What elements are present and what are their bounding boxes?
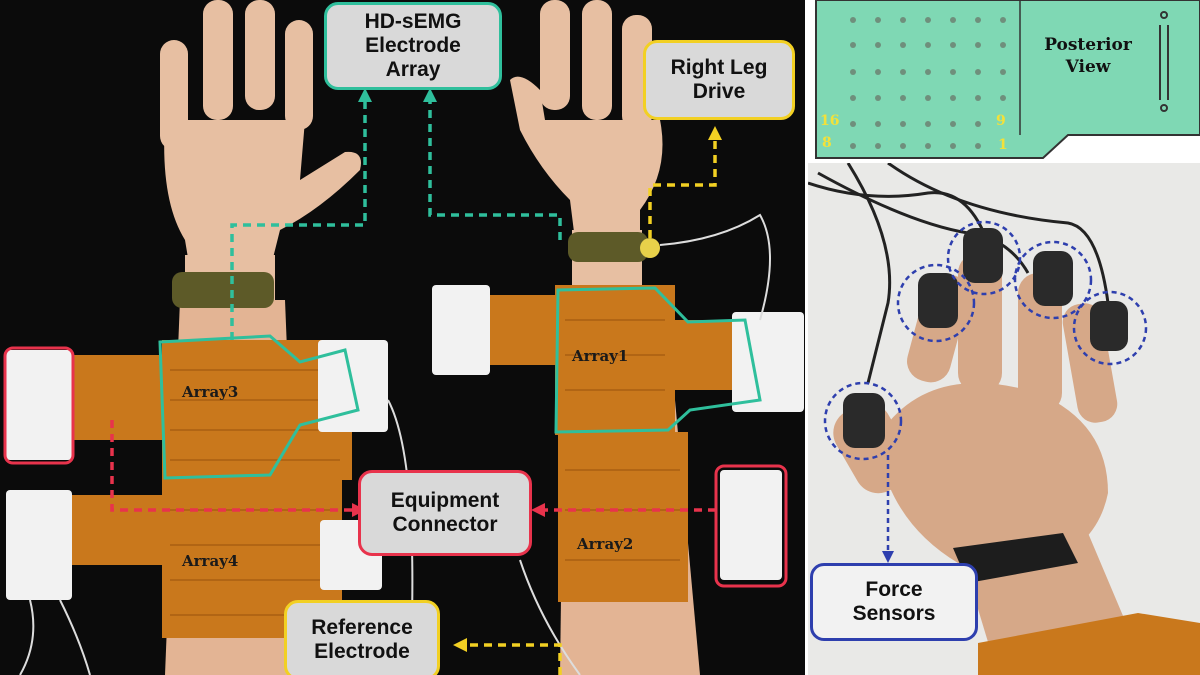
yellow-leader-ref [465, 643, 562, 675]
array3-label: Array3 [182, 383, 239, 401]
yellow-leader-rld [648, 140, 717, 238]
arrowhead-yellow-ref [453, 638, 467, 652]
forearm-electrode-sheet [978, 613, 1200, 675]
right-leg-drive-label: Right Leg Drive [643, 40, 795, 120]
teal-leader-array3 [230, 100, 367, 340]
left-wrist-strap [172, 272, 274, 308]
grid-board-outline [815, 0, 1200, 159]
electrode-grid-dots [850, 17, 1006, 149]
electrode-grid-diagram [815, 0, 1200, 159]
right-wrist-strap [568, 232, 648, 262]
posterior-view-label: Posterior View [1044, 35, 1132, 78]
red-leader-left [110, 420, 355, 512]
arrowhead-teal-1 [358, 88, 372, 102]
reference-electrode-label: Reference Electrode [284, 600, 440, 675]
electrode-number-9: 9 [996, 113, 1006, 129]
array1-outline [554, 286, 762, 434]
arrowhead-red-right [531, 503, 545, 517]
arrowhead-blue-force [882, 551, 894, 563]
array3-outline [158, 334, 360, 480]
equipment-connector-label: Equipment Connector [358, 470, 532, 556]
left-connector-outline [3, 346, 75, 465]
right-hand [510, 0, 663, 310]
fingertip-sensors [843, 228, 1128, 448]
forearm-electrode-photo: Array1 Array2 Array3 Array4 HD-sEMG Elec… [0, 0, 805, 675]
electrode-number-8: 8 [822, 135, 832, 151]
electrode-grid-schematic: Posterior View 16 9 8 1 [808, 0, 1200, 160]
sensor-cables [808, 163, 1110, 384]
side-connector-pins [1159, 11, 1169, 112]
array2-label: Array2 [577, 535, 634, 553]
connector-blocks [6, 285, 804, 600]
force-sensors-label: Force Sensors [810, 563, 978, 641]
arrowhead-teal-2 [423, 88, 437, 102]
arrowhead-yellow-rld [708, 126, 722, 140]
hdsemg-array-label: HD-sEMG Electrode Array [324, 2, 502, 90]
forearm-scene [3, 0, 804, 675]
force-sensor-photo: Force Sensors [808, 163, 1200, 675]
teal-leader-array1 [428, 100, 562, 240]
wrist-strap [953, 533, 1078, 583]
sensor-highlight-circles [823, 220, 1148, 461]
array4-label: Array4 [182, 552, 239, 570]
right-connector-outline [714, 464, 788, 588]
array1-label: Array1 [572, 347, 629, 365]
right-leg-drive-snap [640, 238, 660, 258]
electrode-number-1: 1 [998, 137, 1008, 153]
electrode-number-16: 16 [820, 113, 840, 129]
hand-force-sensor-scene [808, 163, 1200, 675]
